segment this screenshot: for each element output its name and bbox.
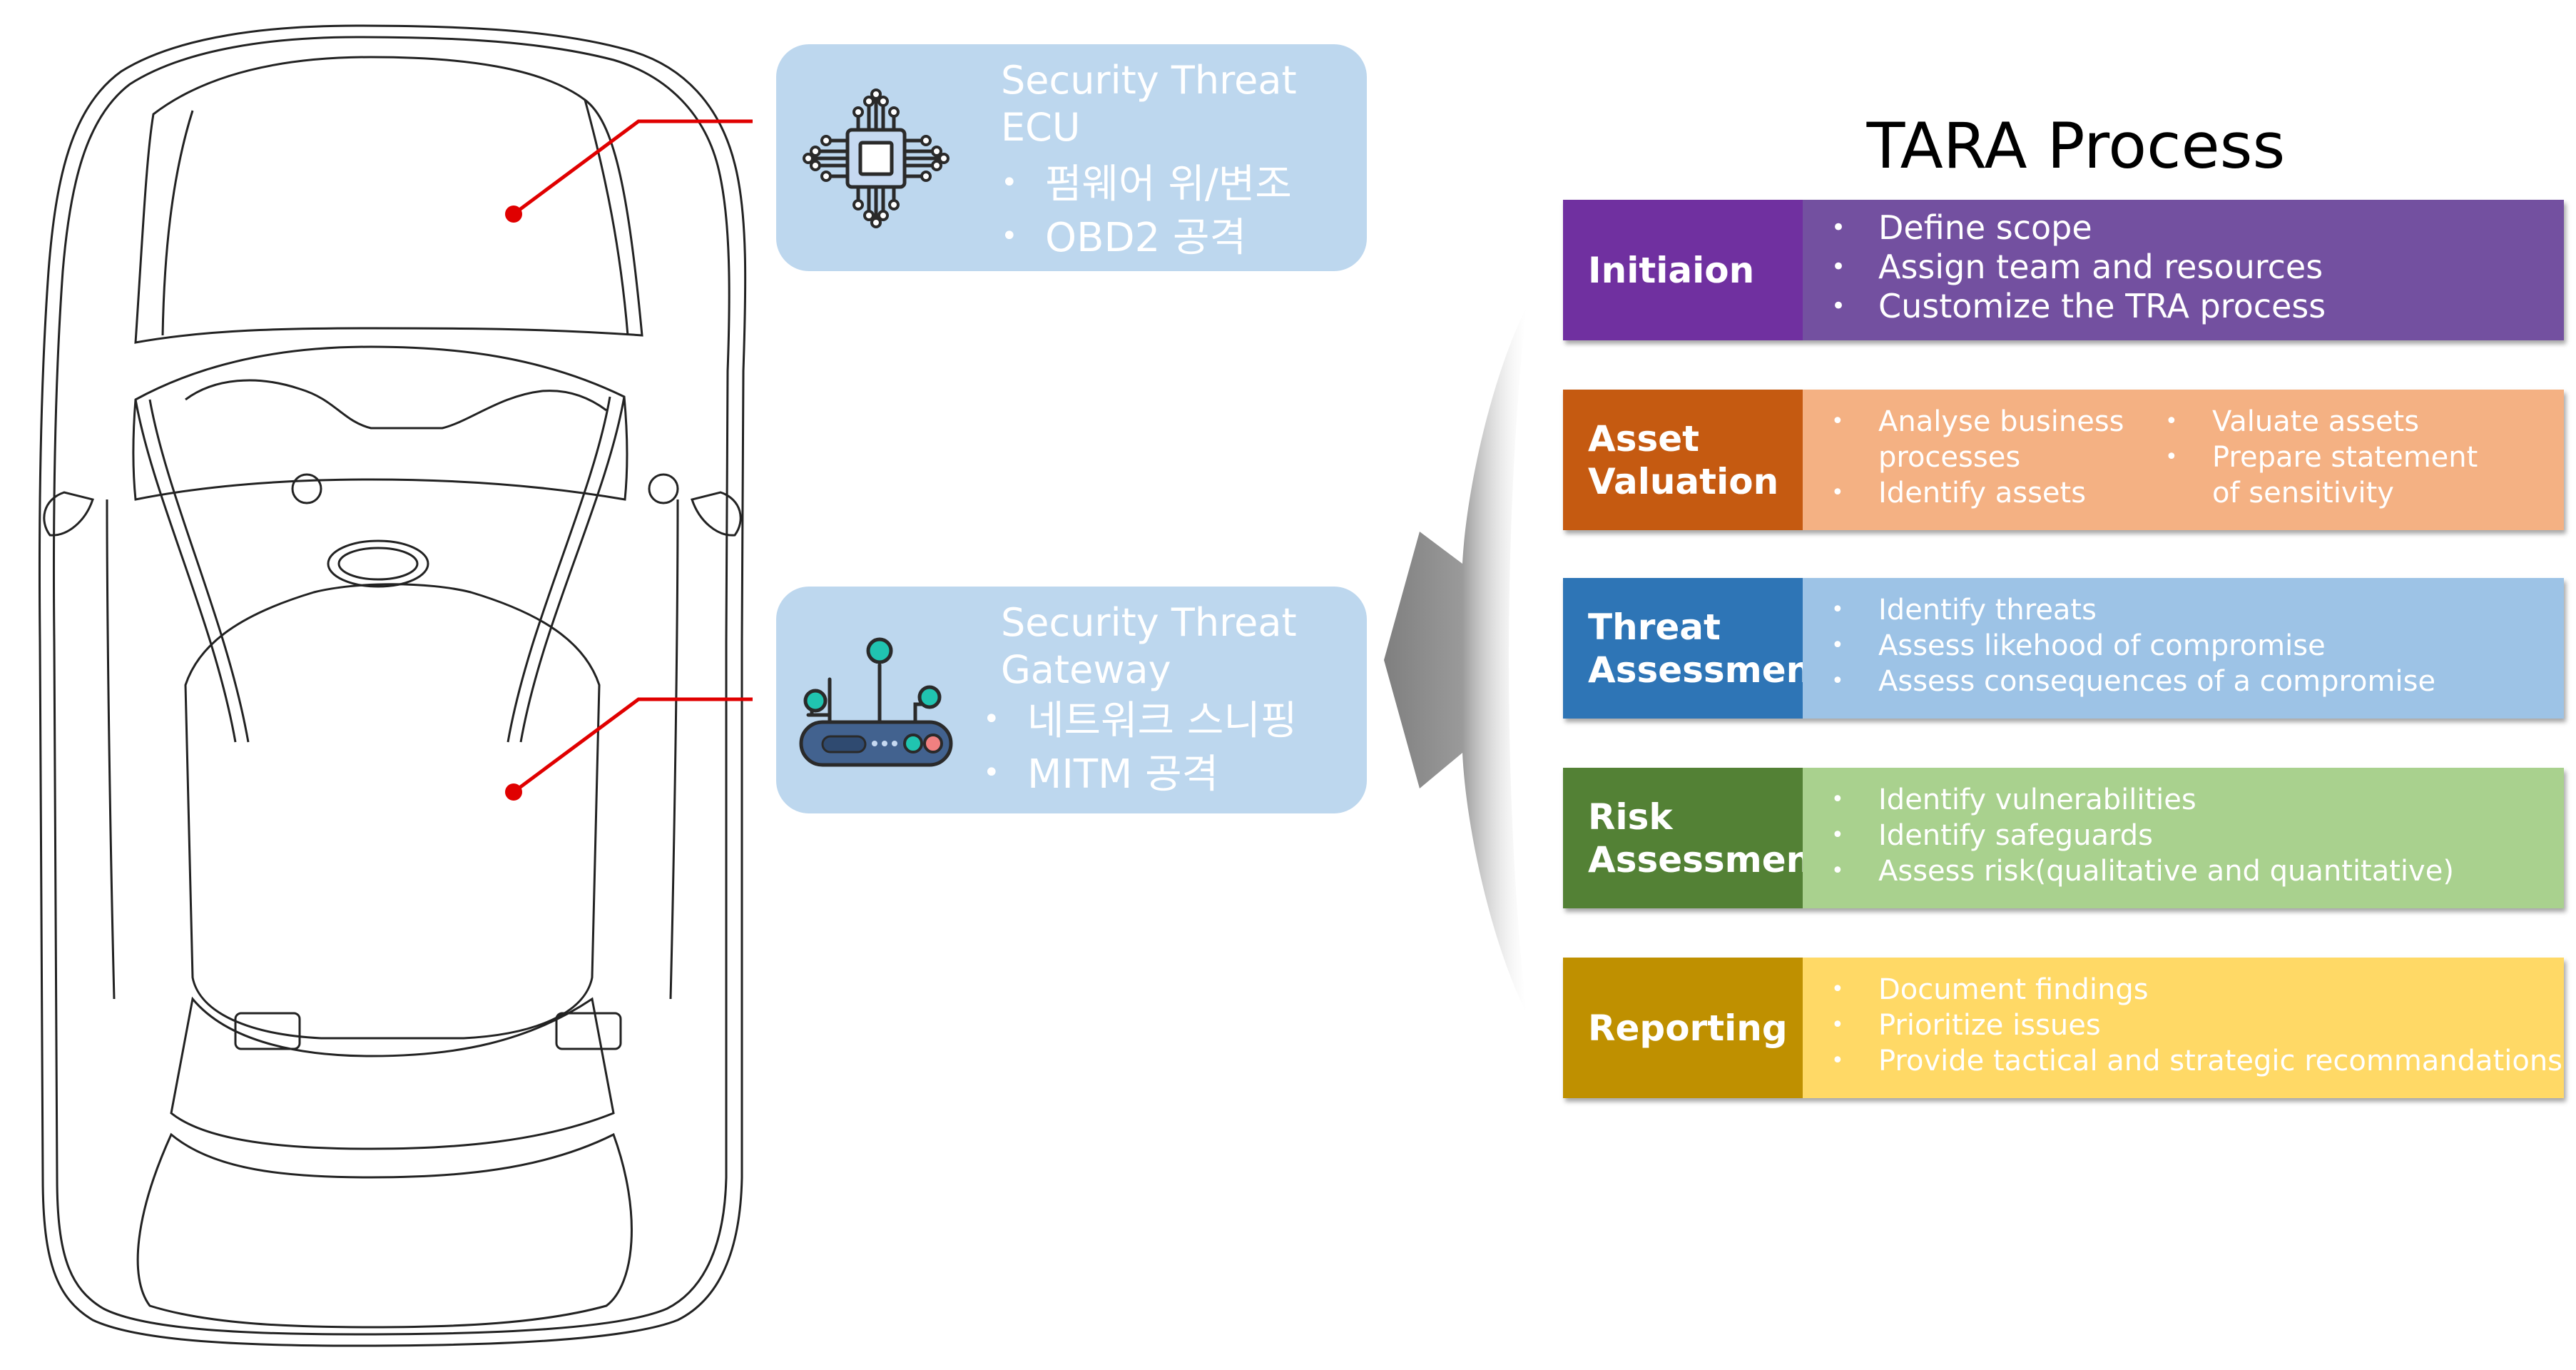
stage-threat-assessment-body: Identify threats Assess likehood of comp… xyxy=(1803,578,2564,719)
car-windshield xyxy=(132,345,628,501)
router-icon xyxy=(799,637,953,767)
stage-asset-valuation-label: Asset Valuation xyxy=(1563,390,1803,530)
stage-threat-assessment-list: Identify threats Assess likehood of comp… xyxy=(1803,592,2435,699)
ecu-threat-title: Security Threat ECU xyxy=(1001,57,1297,151)
ecu-threat-box: Security Threat ECU 펌웨어 위/변조 OBD2 공격 xyxy=(776,44,1367,271)
stage-risk-assessment-label: Risk Assessment xyxy=(1563,768,1828,908)
gateway-threat-box: Security Threat Gateway 네트워크 스니핑 MITM 공격 xyxy=(776,587,1367,813)
list-item: Analyse business xyxy=(1803,404,2124,440)
list-item: Document findings xyxy=(1803,972,2562,1008)
car-roof xyxy=(184,583,601,1040)
list-item: Assign team and resources xyxy=(1803,248,2326,287)
car-rear-window xyxy=(170,996,615,1150)
stage-asset-valuation: Asset Valuation Analyse business process… xyxy=(1563,390,2564,530)
stage-label-line2: Valuation xyxy=(1588,460,1779,502)
list-item: Define scope xyxy=(1803,208,2326,248)
stage-initiation-body: Define scope Assign team and resources C… xyxy=(1803,200,2564,340)
stage-risk-assessment-list: Identify vulnerabilities Identify safegu… xyxy=(1803,782,2454,889)
gateway-threat-title-line1: Security Threat xyxy=(1001,600,1297,645)
stage-initiation: Initiaion Define scope Assign team and r… xyxy=(1563,200,2564,340)
stage-asset-valuation-col2: Valuate assets Prepare statement of sens… xyxy=(2137,404,2478,511)
tara-title: TARA Process xyxy=(1866,109,2286,183)
gateway-threat-item: MITM 공격 xyxy=(983,747,1297,801)
list-item: Assess risk(qualitative and quantitative… xyxy=(1803,853,2454,889)
stage-threat-assessment: Threat Assessment Identify threats Asses… xyxy=(1563,578,2564,719)
car-left-mirror xyxy=(43,491,94,537)
stage-risk-assessment: Risk Assessment Identify vulnerabilities… xyxy=(1563,768,2564,908)
list-item: Identify safeguards xyxy=(1803,818,2454,853)
stage-asset-valuation-body: Analyse business processes Identify asse… xyxy=(1803,390,2564,530)
stage-reporting-label: Reporting xyxy=(1563,958,1803,1098)
gateway-leader-line xyxy=(512,697,753,794)
stage-asset-valuation-col1: Analyse business processes Identify asse… xyxy=(1803,404,2124,511)
list-item-continuation: processes xyxy=(1878,441,2021,474)
car-top-view-diagram xyxy=(39,24,753,1347)
stage-initiation-list: Define scope Assign team and resources C… xyxy=(1803,208,2326,326)
car-right-mirror xyxy=(691,491,742,537)
ecu-marker-dot xyxy=(505,206,522,223)
gateway-threat-item: 네트워크 스니핑 xyxy=(983,694,1297,747)
list-item: Identify assets xyxy=(1803,475,2124,511)
car-body-outline xyxy=(39,24,747,1347)
ecu-leader-line xyxy=(512,119,753,216)
stage-reporting-body: Document findings Prioritize issues Prov… xyxy=(1803,958,2564,1098)
chip-icon xyxy=(803,88,950,228)
stage-reporting: Reporting Document findings Prioritize i… xyxy=(1563,958,2564,1098)
list-item: Valuate assets xyxy=(2137,404,2478,440)
gateway-threat-list: 네트워크 스니핑 MITM 공격 xyxy=(983,694,1297,801)
stage-reporting-list: Document findings Prioritize issues Prov… xyxy=(1803,972,2562,1079)
stage-label-line1: Asset xyxy=(1588,417,1700,460)
list-item-continuation: of sensitivity xyxy=(2212,477,2394,509)
list-item: Assess consequences of a compromise xyxy=(1803,664,2435,699)
stage-initiation-label: Initiaion xyxy=(1563,200,1803,340)
stage-label-line2: Assessment xyxy=(1588,838,1829,881)
gateway-threat-title: Security Threat Gateway xyxy=(1001,599,1297,694)
stage-threat-assessment-label: Threat Assessment xyxy=(1563,578,1828,719)
stage-label-line1: Threat xyxy=(1588,606,1721,648)
list-item: Prepare statement xyxy=(2137,440,2478,475)
ecu-threat-item: OBD2 공격 xyxy=(1001,210,1292,264)
gateway-marker-dot xyxy=(505,783,522,801)
list-item: Prioritize issues xyxy=(1803,1008,2562,1043)
list-item: Customize the TRA process xyxy=(1803,287,2326,326)
gateway-threat-title-line2: Gateway xyxy=(1001,647,1171,692)
car-trunk xyxy=(136,1132,633,1329)
ecu-threat-list: 펌웨어 위/변조 OBD2 공격 xyxy=(1001,157,1292,264)
list-item: Assess likehood of compromise xyxy=(1803,628,2435,664)
converging-arrow xyxy=(1384,307,1527,1013)
stage-label-line1: Initiaion xyxy=(1588,249,1755,291)
stage-label-line1: Risk xyxy=(1588,796,1673,838)
list-item: Provide tactical and strategic recommand… xyxy=(1803,1043,2562,1079)
car-hood xyxy=(134,56,643,344)
stage-label-line2: Assessment xyxy=(1588,649,1829,691)
ecu-threat-title-line2: ECU xyxy=(1001,105,1081,150)
stage-risk-assessment-body: Identify vulnerabilities Identify safegu… xyxy=(1803,768,2564,908)
stage-label-line1: Reporting xyxy=(1588,1007,1788,1049)
list-item: Identify threats xyxy=(1803,592,2435,628)
ecu-threat-item: 펌웨어 위/변조 xyxy=(1001,157,1292,210)
list-item: Identify vulnerabilities xyxy=(1803,782,2454,818)
ecu-threat-title-line1: Security Threat xyxy=(1001,58,1297,103)
